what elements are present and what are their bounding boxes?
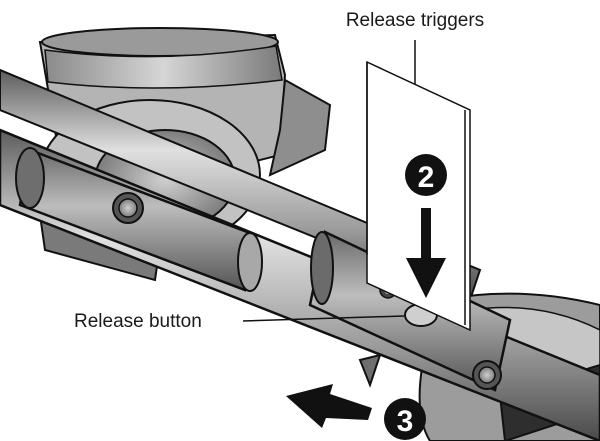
right-rivet xyxy=(472,360,502,390)
left-arrow-icon xyxy=(286,384,372,428)
release-triggers-label: Release triggers xyxy=(346,10,484,31)
down-arrow-icon xyxy=(406,208,446,298)
release-button-leader xyxy=(242,315,405,322)
release-button-label: Release button xyxy=(74,311,202,332)
step-3-badge: 3 xyxy=(384,398,426,440)
step-2-number: 2 xyxy=(418,161,435,194)
left-rivet xyxy=(112,192,144,224)
step-2-badge: 2 xyxy=(405,154,447,196)
release-triggers-callout xyxy=(366,40,471,332)
step-3-number: 3 xyxy=(397,405,414,438)
